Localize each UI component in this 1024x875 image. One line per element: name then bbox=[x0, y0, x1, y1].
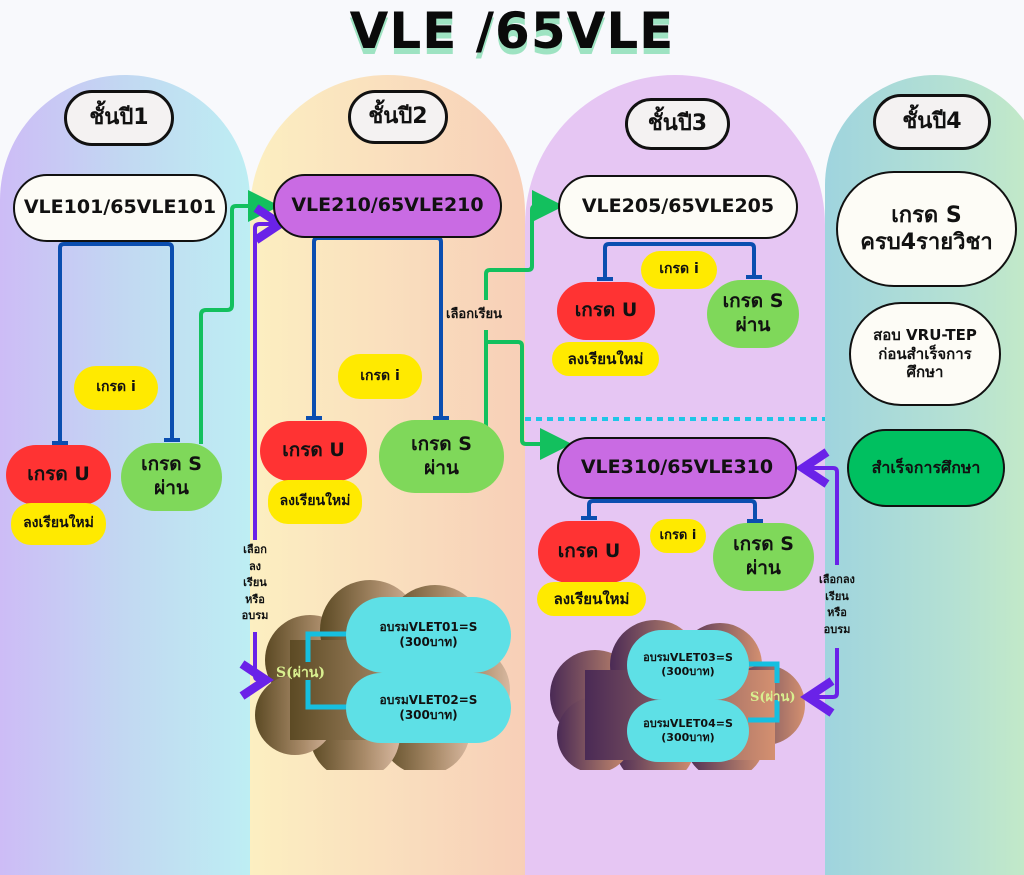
year2-relearn: ลงเรียนใหม่ bbox=[268, 480, 362, 524]
year4-label: ชั้นปี4 bbox=[873, 94, 991, 150]
year3-label: ชั้นปี3 bbox=[625, 98, 730, 150]
training-vlet01[interactable]: อบรมVLET01=S(300บาท) bbox=[346, 597, 511, 673]
year3-grade-i: เกรด i bbox=[641, 251, 717, 289]
course-vle310[interactable]: VLE310/65VLE310 bbox=[557, 437, 797, 499]
training-vlet04[interactable]: อบรมVLET04=S(300บาท) bbox=[627, 700, 749, 762]
year2-label: ชั้นปี2 bbox=[348, 90, 448, 144]
year3-choice-label: เลือกลง เรียน หรือ อบรม bbox=[819, 573, 855, 636]
training-vlet03[interactable]: อบรมVLET03=S(300บาท) bbox=[627, 630, 749, 700]
course-vle210[interactable]: VLE210/65VLE210 bbox=[273, 174, 502, 238]
year1-relearn: ลงเรียนใหม่ bbox=[11, 503, 106, 545]
year2-grade-u: เกรด U bbox=[260, 421, 367, 481]
course-vle101[interactable]: VLE101/65VLE101 bbox=[13, 174, 227, 242]
course-vle205[interactable]: VLE205/65VLE205 bbox=[558, 175, 798, 239]
year3-relearn2: ลงเรียนใหม่ bbox=[537, 582, 646, 616]
choose-study-label: เลือกเรียน bbox=[446, 307, 503, 322]
year1-grade-u: เกรด U bbox=[6, 445, 111, 505]
year3-pass-label: S(ผ่าน) bbox=[750, 690, 796, 705]
year2-pass-label: S(ผ่าน) bbox=[276, 665, 325, 681]
graduate-box: สำเร็จการศึกษา bbox=[847, 429, 1005, 507]
year1-label: ชั้นปี1 bbox=[64, 90, 174, 146]
year1-grade-i: เกรด i bbox=[74, 366, 158, 410]
year2-choice-label: เลือก ลง เรียน หรือ อบรม bbox=[241, 543, 269, 622]
year3-grade-u: เกรด U bbox=[557, 282, 655, 340]
training-vlet02[interactable]: อบรมVLET02=S(300บาท) bbox=[346, 673, 511, 743]
page-title: VLE /65VLE VLE /65VLE bbox=[349, 2, 675, 66]
year2-grade-i: เกรด i bbox=[338, 354, 422, 399]
year3-grade-i2: เกรด i bbox=[650, 519, 706, 553]
year3-grade-u2: เกรด U bbox=[538, 521, 640, 583]
year3-relearn: ลงเรียนใหม่ bbox=[552, 342, 659, 376]
